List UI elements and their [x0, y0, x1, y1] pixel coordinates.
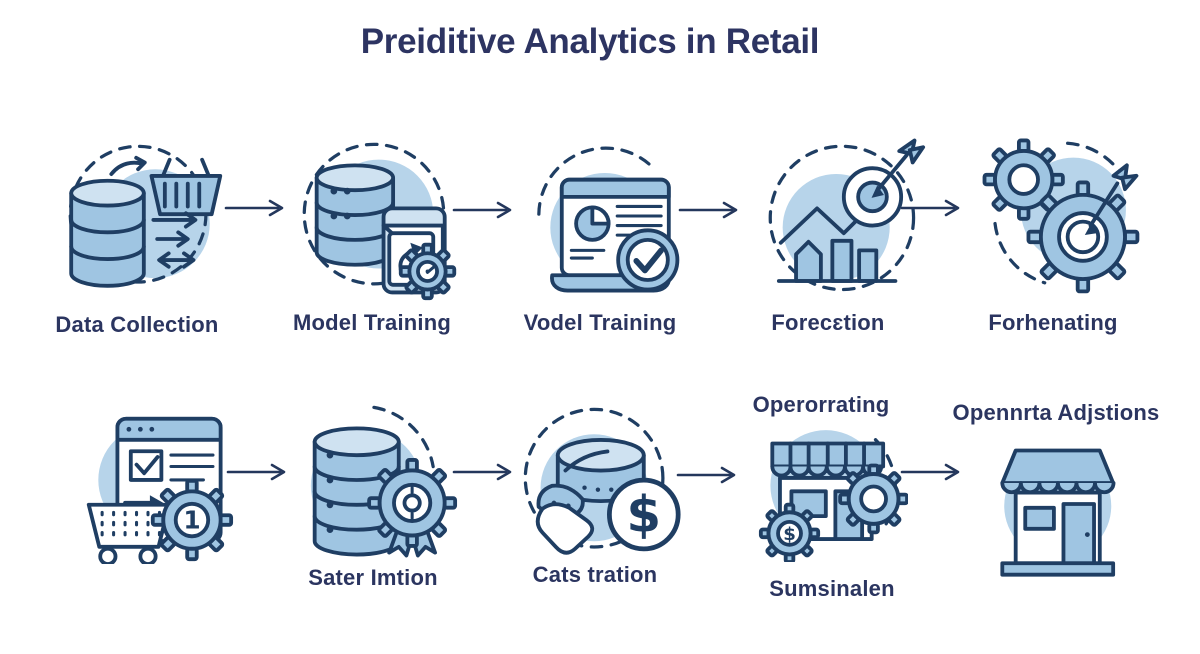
- step-forecasting: [754, 130, 926, 302]
- page-title: Preiditive Analytics in Retail: [360, 22, 820, 61]
- step-label-sumsinalen: Sumsinalen: [769, 576, 895, 601]
- flow-arrow: [678, 200, 746, 220]
- storefront-building-icon: [1000, 448, 1116, 577]
- gear-icon: [398, 242, 457, 301]
- step-label-model-training: Model Training: [292, 310, 452, 335]
- gear-icon: [982, 138, 1065, 221]
- step-label-opennrta-adjstions: Opennrta Adjstions: [952, 400, 1160, 425]
- bar-chart-icon: [776, 206, 898, 283]
- step-label-sater-imtion: Sater Imtion: [308, 565, 438, 590]
- chart-target-arrow-icon: [768, 138, 926, 292]
- step-implementation: 1: [62, 392, 234, 564]
- report-checkmark-icon: [537, 146, 680, 293]
- step-label-cats-tration: Cats tration: [532, 562, 658, 587]
- step-data-collection: [54, 132, 226, 304]
- hand-icon: [535, 483, 595, 555]
- curved-arrow-icon: [109, 155, 147, 176]
- browser-cart-gear-icon: 1: [86, 416, 234, 564]
- shopping-cart-icon: [86, 502, 171, 564]
- step-label-forhenating: Forhenating: [988, 310, 1118, 335]
- flow-arrow: [226, 462, 294, 482]
- arrow-in-target-icon: [1084, 163, 1139, 236]
- database-basket-icon: [68, 144, 223, 288]
- gear-target-icon: [1026, 180, 1140, 294]
- gears-target-icon: [982, 138, 1140, 294]
- storefront-gears-icon: $: [758, 430, 908, 562]
- database-icon: [314, 163, 396, 267]
- step-store-adjustments: [966, 418, 1138, 590]
- svg-text:$: $: [783, 524, 796, 545]
- step-data-validation: [286, 394, 458, 566]
- gear-icon: [838, 463, 908, 535]
- database-icon: [69, 178, 146, 288]
- database-badge-icon: [310, 405, 458, 558]
- svg-text:$: $: [626, 486, 661, 544]
- flow-arrow: [900, 462, 968, 482]
- award-badge-icon: [367, 458, 458, 558]
- flow-arrow: [452, 462, 520, 482]
- step-store-operations: $: [736, 390, 908, 562]
- svg-text:1: 1: [183, 506, 200, 535]
- step-model-training: [288, 130, 460, 302]
- flow-arrow: [676, 465, 744, 485]
- dollar-coin-icon: $: [606, 477, 681, 552]
- step-label-vodel-training: Vodel Training: [523, 310, 677, 335]
- flow-arrow: [900, 198, 968, 218]
- database-icon: [312, 426, 401, 557]
- step-optimization: [974, 128, 1146, 300]
- checkmark-badge-icon: [616, 228, 680, 292]
- storefront-icon: [1000, 448, 1116, 577]
- step-pricing: $: [510, 396, 682, 568]
- data-flow-arrows-icon: [151, 211, 198, 269]
- step-label-operorrating: Operorrating: [752, 392, 890, 417]
- database-document-gear-icon: [302, 142, 457, 301]
- target-arrow-icon: [841, 138, 926, 228]
- basket-icon: [149, 157, 223, 217]
- step-label-data-collection: Data Collection: [55, 312, 219, 337]
- step-model-evaluation: [514, 130, 686, 302]
- flow-arrow: [224, 198, 292, 218]
- price-hand-dollar-icon: $: [523, 407, 681, 555]
- gear-dollar-icon: $: [758, 502, 821, 562]
- gear-one-icon: 1: [150, 478, 234, 562]
- flow-arrow: [452, 200, 520, 220]
- step-label-forecation: Forecɛtion: [771, 310, 885, 335]
